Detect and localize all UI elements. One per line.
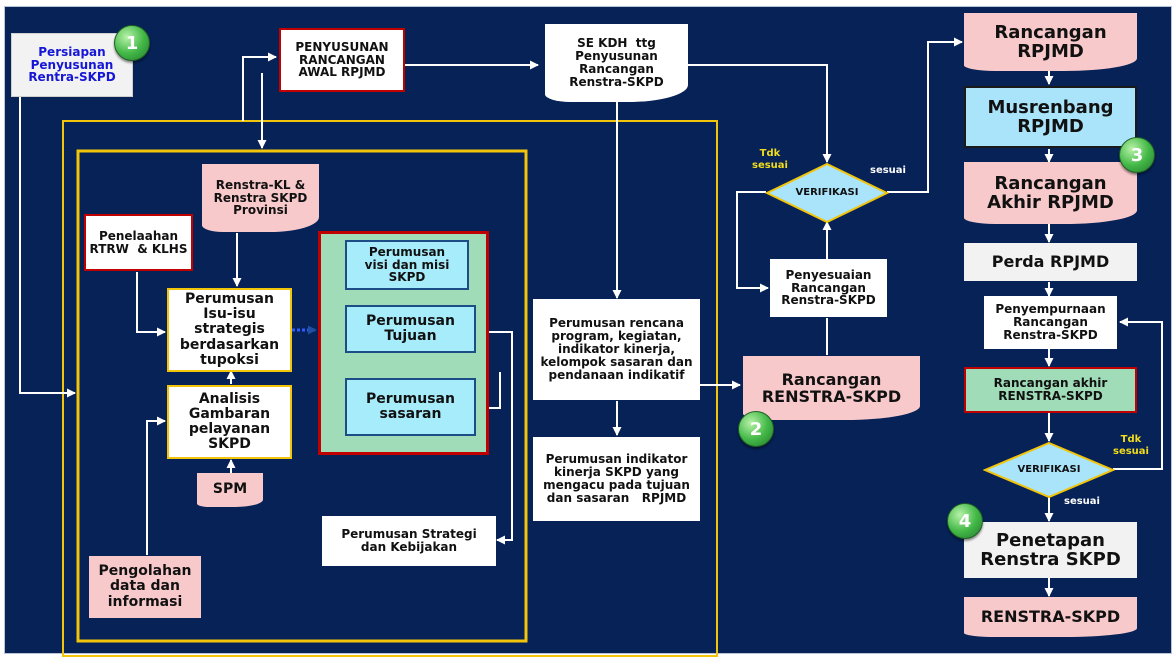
renstra-kl-box: Renstra-KL & Renstra SKPD Provinsi [202, 164, 319, 232]
inner-yellow-frame [76, 149, 528, 643]
penyusunan-awal-text: PENYUSUNAN RANCANGAN AWAL RPJMD [295, 39, 389, 80]
indikator-kinerja-box: Perumusan indikator kinerja SKPD yang me… [533, 437, 700, 521]
perda-text: Perda RPJMD [991, 252, 1110, 272]
penyusunan-awal-rpjmd-box: PENYUSUNAN RANCANGAN AWAL RPJMD [279, 28, 405, 92]
rancangan-akhir-renstra-box: Rancangan akhir RENSTRA-SKPD [964, 367, 1137, 413]
verifikasi-1-diamond [765, 162, 889, 224]
verifikasi-2-label: VERIFIKASI [995, 457, 1103, 483]
indikator-kinerja-text: Perumusan indikator kinerja SKPD yang me… [543, 452, 690, 505]
rancangan-akhir-renstra-text: Rancangan akhir RENSTRA-SKPD [993, 376, 1108, 403]
perda-box: Perda RPJMD [964, 243, 1137, 281]
penyesuaian-box: Penyesuaian Rancangan Renstra-SKPD [770, 259, 887, 317]
strategi-text: Perumusan Strategi dan Kebijakan [341, 527, 477, 554]
tdk-sesuai-1-label: Tdk sesuai [745, 148, 795, 171]
visi-misi-text: Perumusan visi dan misi SKPD [364, 244, 450, 285]
rancangan-rpjmd-text: Rancangan RPJMD [994, 21, 1107, 62]
persiapan-text: Persiapan Penyusunan Rentra-SKPD [28, 44, 116, 85]
step-badge-4: 4 [947, 503, 983, 539]
rancangan-rpjmd-box: Rancangan RPJMD [964, 13, 1137, 71]
verifikasi-1-text: VERIFIKASI [795, 186, 859, 198]
tujuan-text: Perumusan Tujuan [366, 312, 455, 344]
rancangan-akhir-rpjmd-box: Rancangan Akhir RPJMD [964, 162, 1137, 224]
spm-text: SPM [212, 481, 248, 498]
verifikasi-2-diamond [983, 441, 1115, 499]
sasaran-text: Perumusan sasaran [366, 390, 455, 422]
strategi-box: Perumusan Strategi dan Kebijakan [322, 516, 496, 566]
penetapan-box: Penetapan Renstra SKPD [964, 522, 1137, 578]
rancangan-akhir-rpjmd-text: Rancangan Akhir RPJMD [987, 172, 1114, 213]
pengolahan-box: Pengolahan data dan informasi [89, 556, 201, 618]
verifikasi-2-text: VERIFIKASI [1017, 463, 1081, 475]
renstra-final-text: RENSTRA-SKPD [980, 607, 1121, 627]
analisis-box: Analisis Gambaran pelayanan SKPD [167, 385, 292, 459]
renstra-final-box: RENSTRA-SKPD [964, 597, 1137, 637]
step-badge-3: 3 [1119, 137, 1155, 173]
step-badge-4-text: 4 [958, 510, 972, 532]
musrenbang-box: Musrenbang RPJMD [964, 86, 1137, 148]
musrenbang-text: Musrenbang RPJMD [987, 96, 1114, 137]
step-badge-2-text: 2 [749, 418, 763, 440]
rancangan-renstra-text: Rancangan RENSTRA-SKPD [761, 369, 902, 406]
sesuai-2-text: sesuai [1064, 496, 1100, 507]
se-kdh-box: SE KDH ttg Penyusunan Rancangan Renstra-… [545, 24, 688, 102]
visi-misi-box: Perumusan visi dan misi SKPD [345, 240, 469, 290]
penetapan-text: Penetapan Renstra SKPD [980, 529, 1121, 570]
perumusan-isu-text: Perumusan Isu-isu strategis berdasarkan … [179, 291, 280, 368]
tujuan-box: Perumusan Tujuan [345, 305, 476, 353]
penelaahan-text: Penelaahan RTRW & KLHS [89, 228, 188, 256]
penyempurnaan-text: Penyempurnaan Rancangan Renstra-SKPD [995, 302, 1106, 342]
pengolahan-text: Pengolahan data dan informasi [98, 563, 192, 610]
spm-box: SPM [197, 473, 263, 507]
sasaran-box: Perumusan sasaran [345, 378, 476, 436]
step-badge-3-text: 3 [1130, 144, 1144, 166]
outer-yellow-frame [62, 120, 718, 657]
tdk-sesuai-2-text: Tdk sesuai [1113, 434, 1149, 457]
step-badge-1-text: 1 [125, 32, 139, 54]
tdk-sesuai-2-label: Tdk sesuai [1105, 434, 1157, 457]
sesuai-2-label: sesuai [1064, 496, 1100, 508]
penelaahan-box: Penelaahan RTRW & KLHS [84, 214, 193, 271]
se-kdh-text: SE KDH ttg Penyusunan Rancangan Renstra-… [569, 36, 664, 89]
verifikasi-1-label: VERIFIKASI [775, 180, 879, 206]
perumusan-isu-box: Perumusan Isu-isu strategis berdasarkan … [167, 288, 292, 372]
penyesuaian-text: Penyesuaian Rancangan Renstra-SKPD [781, 267, 876, 308]
rancangan-renstra-box: Rancangan RENSTRA-SKPD [743, 356, 920, 420]
persiapan-box: Persiapan Penyusunan Rentra-SKPD [11, 33, 133, 97]
penyempurnaan-box: Penyempurnaan Rancangan Renstra-SKPD [984, 296, 1117, 349]
rencana-program-box: Perumusan rencana program, kegiatan, ind… [533, 299, 700, 400]
tdk-sesuai-1-text: Tdk sesuai [752, 148, 788, 171]
step-badge-1: 1 [114, 25, 150, 61]
analisis-text: Analisis Gambaran pelayanan SKPD [188, 390, 271, 453]
sesuai-1-label: sesuai [870, 165, 906, 177]
rencana-program-text: Perumusan rencana program, kegiatan, ind… [540, 316, 693, 382]
sesuai-1-text: sesuai [870, 165, 906, 176]
renstra-kl-text: Renstra-KL & Renstra SKPD Provinsi [213, 177, 308, 218]
step-badge-2: 2 [738, 411, 774, 447]
